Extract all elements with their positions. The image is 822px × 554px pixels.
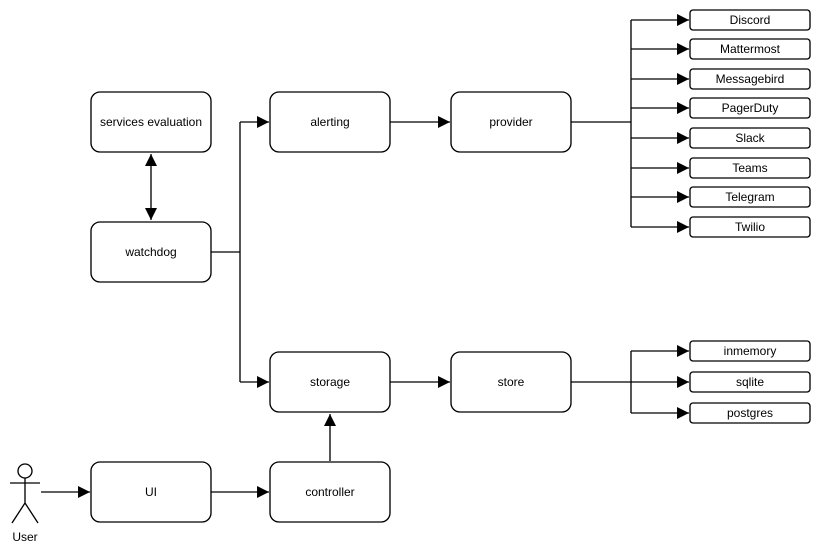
node-pagerduty-label: PagerDuty bbox=[722, 101, 779, 115]
node-inmemory-box bbox=[689, 340, 811, 362]
node-twilio-label: Twilio bbox=[735, 220, 765, 234]
edge-provider-branch bbox=[571, 20, 632, 227]
node-messagebird-box bbox=[689, 68, 811, 90]
node-discord: Discord bbox=[689, 9, 811, 31]
edges-layer bbox=[41, 14, 689, 498]
node-messagebird-label: Messagebird bbox=[716, 72, 785, 86]
node-telegram-label: Telegram bbox=[725, 190, 774, 204]
node-postgres: postgres bbox=[689, 402, 811, 424]
node-slack-label: Slack bbox=[735, 131, 765, 145]
node-sqlite-label: sqlite bbox=[736, 375, 764, 389]
node-controller: controller bbox=[269, 461, 391, 523]
node-storage-label: storage bbox=[310, 375, 350, 389]
node-mattermost-label: Mattermost bbox=[720, 42, 781, 56]
node-teams: Teams bbox=[689, 157, 811, 179]
node-services-evaluation-box bbox=[90, 91, 212, 153]
node-store: store bbox=[450, 351, 572, 413]
node-controller-label: controller bbox=[305, 485, 354, 499]
edge-watchdog-junction bbox=[211, 122, 241, 382]
actor-body-icon bbox=[10, 478, 40, 524]
node-telegram-box bbox=[689, 186, 811, 208]
node-pagerduty-box bbox=[689, 97, 811, 119]
actor-head-icon bbox=[17, 463, 33, 479]
node-teams-label: Teams bbox=[732, 161, 767, 175]
node-discord-box bbox=[689, 9, 811, 31]
node-ui: UI bbox=[90, 461, 212, 523]
node-controller-box bbox=[269, 461, 391, 523]
edge-store-branch bbox=[571, 351, 632, 413]
node-teams-box bbox=[689, 157, 811, 179]
node-twilio-box bbox=[689, 216, 811, 238]
actor-user: User bbox=[10, 463, 40, 544]
node-messagebird: Messagebird bbox=[689, 68, 811, 90]
node-services-evaluation: services evaluation bbox=[90, 91, 212, 153]
node-postgres-label: postgres bbox=[727, 406, 773, 420]
node-store-label: store bbox=[498, 375, 525, 389]
node-provider-label: provider bbox=[489, 115, 532, 129]
node-watchdog-label: watchdog bbox=[124, 245, 176, 259]
node-ui-label: UI bbox=[145, 485, 157, 499]
node-inmemory: inmemory bbox=[689, 340, 811, 362]
node-provider-box bbox=[450, 91, 572, 153]
node-storage: storage bbox=[269, 351, 391, 413]
node-ui-box bbox=[90, 461, 212, 523]
node-sqlite: sqlite bbox=[689, 371, 811, 393]
node-store-box bbox=[450, 351, 572, 413]
node-discord-label: Discord bbox=[730, 13, 771, 27]
node-alerting-label: alerting bbox=[310, 115, 349, 129]
node-storage-box bbox=[269, 351, 391, 413]
node-mattermost: Mattermost bbox=[689, 38, 811, 60]
node-twilio: Twilio bbox=[689, 216, 811, 238]
node-pagerduty: PagerDuty bbox=[689, 97, 811, 119]
node-mattermost-box bbox=[689, 38, 811, 60]
node-alerting-box bbox=[269, 91, 391, 153]
node-postgres-box bbox=[689, 402, 811, 424]
node-inmemory-label: inmemory bbox=[724, 344, 777, 358]
node-watchdog-box bbox=[90, 221, 212, 283]
actor-user-label: User bbox=[12, 530, 37, 544]
node-telegram: Telegram bbox=[689, 186, 811, 208]
node-watchdog: watchdog bbox=[90, 221, 212, 283]
node-services-evaluation-label: services evaluation bbox=[100, 115, 202, 129]
node-alerting: alerting bbox=[269, 91, 391, 153]
node-sqlite-box bbox=[689, 371, 811, 393]
node-slack-box bbox=[689, 127, 811, 149]
node-provider: provider bbox=[450, 91, 572, 153]
node-slack: Slack bbox=[689, 127, 811, 149]
